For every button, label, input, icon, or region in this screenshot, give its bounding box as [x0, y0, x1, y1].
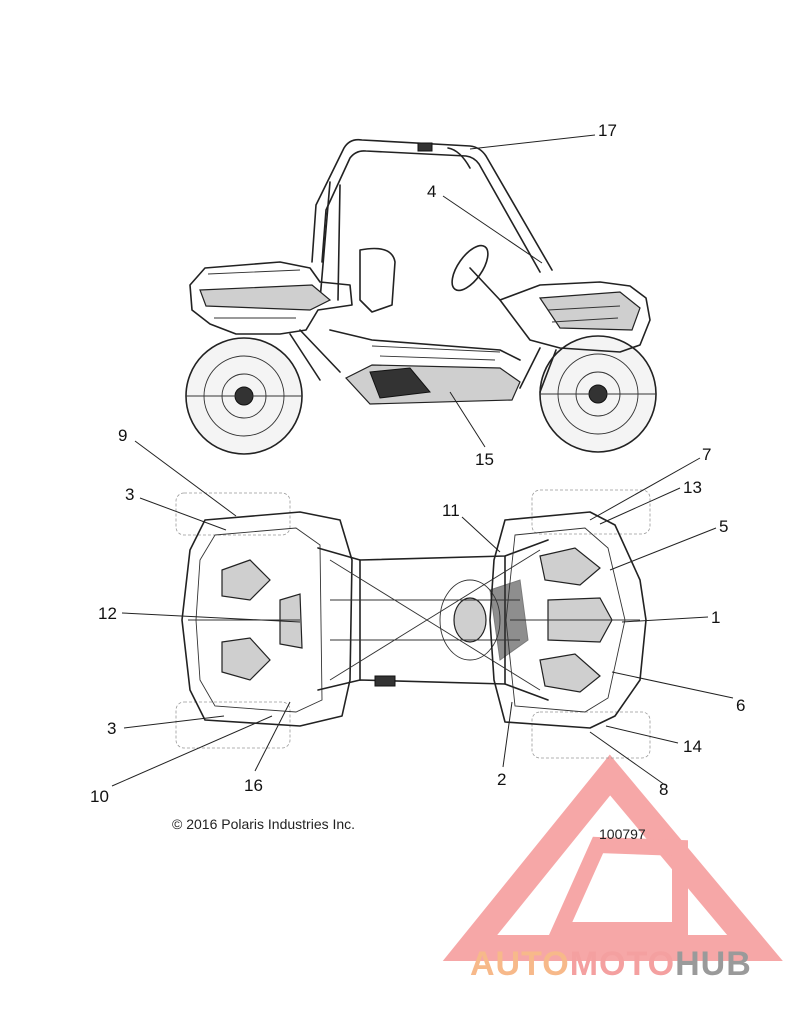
watermark-part-moto: MOTO	[569, 945, 676, 983]
rear-fender-top	[181, 511, 353, 727]
callout-labels: 17 4 15 9 3 12 3 10 16 11 2 7 13 5 1 6 1…	[90, 121, 745, 806]
callout-15: 15	[475, 450, 494, 469]
side-view-vehicle	[185, 138, 657, 455]
callout-3-top: 3	[125, 485, 134, 504]
seat	[359, 247, 396, 313]
watermark-part-auto: AUTO	[470, 945, 570, 983]
callout-9: 9	[118, 426, 127, 445]
watermark-part-hub: HUB	[675, 945, 752, 983]
callout-4: 4	[427, 182, 436, 201]
leader-lines	[111, 134, 734, 787]
callout-3-bottom: 3	[107, 719, 116, 738]
callout-1: 1	[711, 608, 720, 627]
front-body	[499, 281, 651, 353]
diagram-part-number: 100797	[599, 826, 646, 842]
callout-14: 14	[683, 737, 702, 756]
rear-body	[189, 261, 353, 335]
callout-13: 13	[683, 478, 702, 497]
callout-16: 16	[244, 776, 263, 795]
watermark-logo	[442, 754, 783, 961]
callout-8: 8	[659, 780, 668, 799]
callout-6: 6	[736, 696, 745, 715]
callout-2: 2	[497, 770, 506, 789]
callout-5: 5	[719, 517, 728, 536]
copyright-text: © 2016 Polaris Industries Inc.	[172, 816, 356, 832]
roll-cage	[311, 138, 553, 271]
rear-wheel	[185, 337, 303, 455]
callout-11: 11	[442, 501, 460, 520]
callout-17: 17	[598, 121, 617, 140]
callout-12: 12	[98, 604, 117, 623]
callout-7: 7	[702, 445, 711, 464]
front-fender-top	[489, 511, 647, 729]
front-wheel	[539, 335, 657, 453]
center-frame	[317, 539, 549, 701]
callout-10: 10	[90, 787, 109, 806]
top-view-vehicle	[175, 489, 651, 759]
watermark-text: AUTOMOTOHUB	[470, 945, 752, 984]
floor-panel	[345, 364, 521, 405]
